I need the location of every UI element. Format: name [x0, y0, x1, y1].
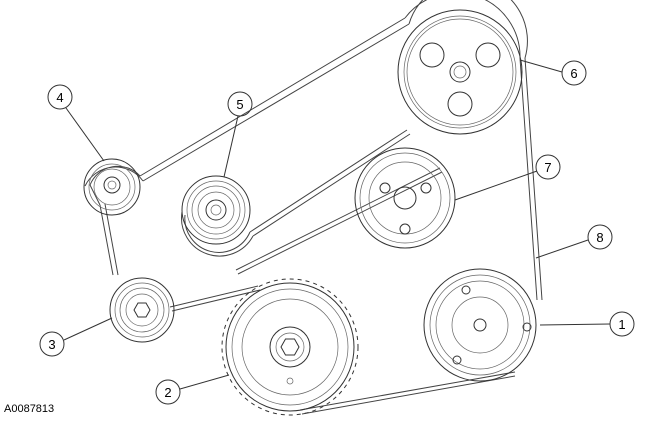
callout-1: 1 [539, 311, 635, 337]
pulley-4 [83, 158, 141, 216]
pulley-5 [181, 175, 251, 245]
svg-text:1: 1 [618, 317, 625, 332]
svg-text:3: 3 [48, 337, 55, 352]
svg-text:4: 4 [56, 90, 63, 105]
callout-4: 4 [47, 84, 105, 162]
figure-id: A0087813 [4, 403, 55, 415]
svg-text:7: 7 [544, 160, 551, 175]
callout-8: 8 [535, 224, 613, 259]
callout-7: 7 [454, 154, 561, 201]
pulley-3 [109, 277, 175, 343]
callout-6: 6 [519, 59, 587, 86]
svg-text:5: 5 [236, 97, 243, 112]
svg-text:6: 6 [570, 66, 577, 81]
drive-belt [84, 0, 543, 415]
callout-2: 2 [155, 374, 230, 405]
callout-5: 5 [223, 91, 253, 178]
pulley-2 [221, 278, 359, 416]
pulley-1 [423, 268, 537, 382]
svg-text:2: 2 [164, 385, 171, 400]
pulley-7 [354, 147, 456, 249]
callouts: 1 2 3 4 5 6 7 8 [39, 59, 635, 405]
callout-3: 3 [39, 317, 113, 357]
svg-text:8: 8 [596, 230, 603, 245]
pulley-6 [397, 9, 523, 135]
